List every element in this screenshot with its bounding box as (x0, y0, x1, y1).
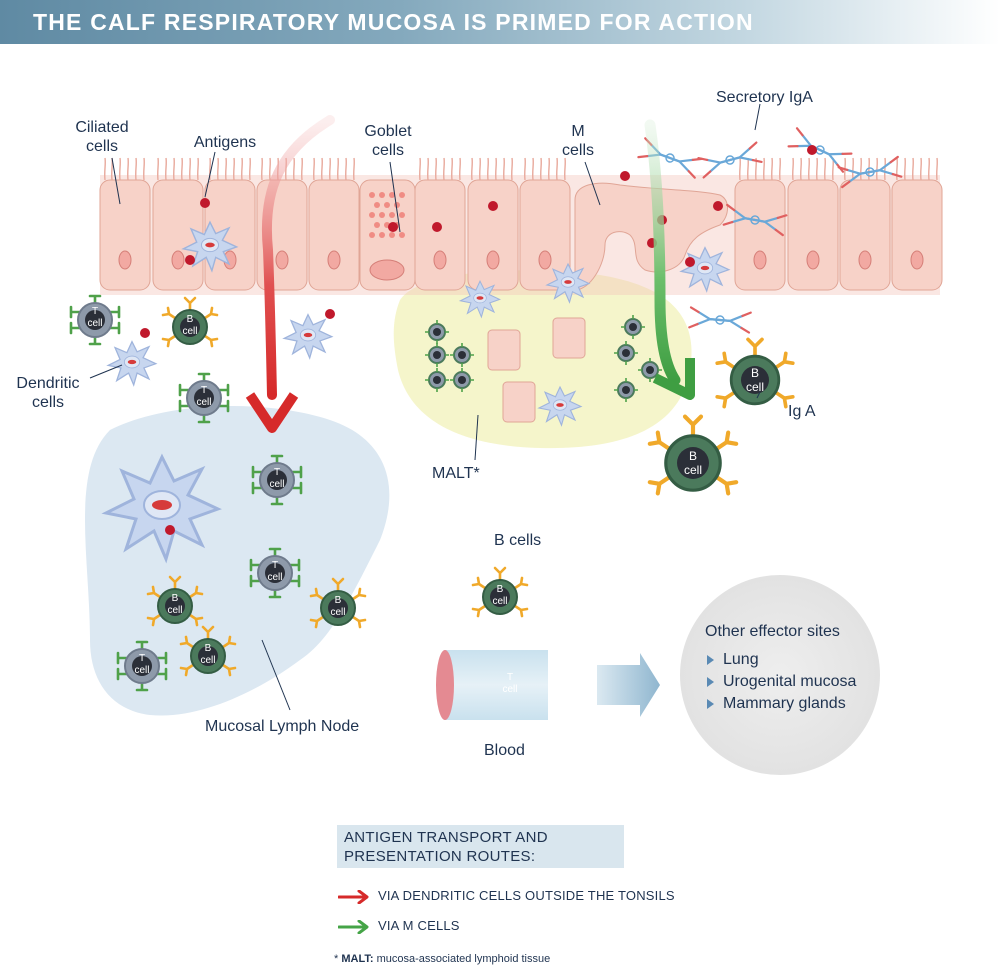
label-malt: MALT* (432, 465, 480, 482)
label-mucosal-lymph-node: Mucosal Lymph Node (205, 718, 360, 735)
list-item: Lung (705, 649, 856, 671)
other-effector-sites: Other effector sites Lung Urogenital muc… (705, 622, 856, 715)
red-route-arrow (261, 115, 335, 400)
flow-arrow (597, 653, 660, 717)
red-arrow-icon (338, 889, 369, 904)
page-title: THE CALF RESPIRATORY MUCOSA IS PRIMED FO… (33, 9, 754, 35)
antigen-dots (140, 145, 817, 535)
other-sites-title: Other effector sites (705, 623, 840, 640)
label-iga: Ig A (788, 403, 816, 420)
legend-red-route: VIA DENDRITIC CELLS OUTSIDE THE TONSILS (338, 888, 675, 904)
list-item: Urogenital mucosa (705, 671, 856, 693)
malt-region (393, 270, 692, 449)
list-item: Mammary glands (705, 693, 856, 715)
label-antigens: Antigens (193, 134, 257, 151)
footnote: * MALT: mucosa-associated lymphoid tissu… (334, 953, 551, 965)
epithelium (99, 157, 943, 295)
blood-vessel (436, 650, 548, 720)
other-sites-list: Lung Urogenital mucosa Mammary glands (705, 649, 856, 715)
legend-header: ANTIGEN TRANSPORT AND PRESENTATION ROUTE… (337, 825, 624, 868)
legend-green-route: VIA M CELLS (338, 918, 460, 934)
label-secretory-iga: Secretory IgA (716, 89, 813, 106)
effector-sites-circle (680, 575, 880, 775)
green-arrow-icon (338, 919, 369, 934)
title-bar: THE CALF RESPIRATORY MUCOSA IS PRIMED FO… (0, 0, 1000, 44)
goblet-cell (359, 179, 416, 291)
green-route-arrow (644, 119, 681, 386)
malt-cells (424, 314, 663, 423)
label-blood: Blood (484, 742, 525, 759)
label-b-cells: B cells (494, 532, 542, 549)
